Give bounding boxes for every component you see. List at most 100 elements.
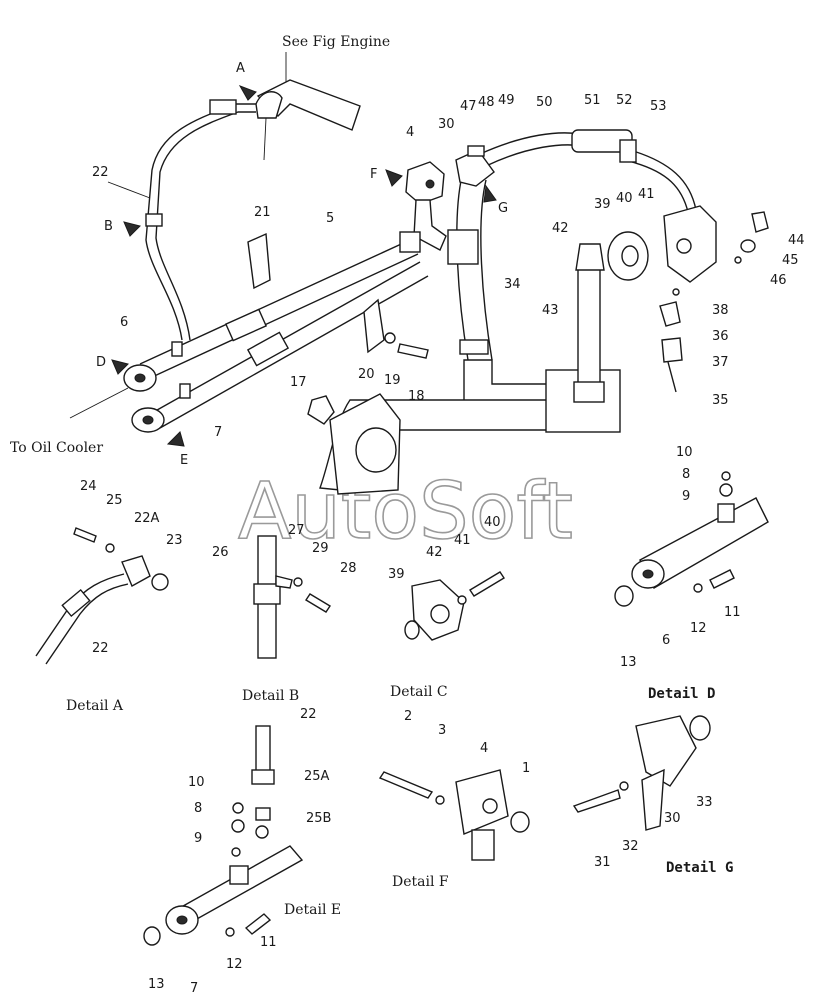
callout: 29 xyxy=(312,541,329,556)
callout: 4 xyxy=(480,741,488,756)
callout: 22 xyxy=(300,707,317,722)
detail-a-hose-bottom xyxy=(45,583,129,665)
oil-cooler-leader xyxy=(69,387,129,419)
hose-22-b xyxy=(155,111,256,341)
leader xyxy=(107,181,151,199)
fitting-6 xyxy=(171,341,183,357)
tee-fitting xyxy=(399,231,421,253)
valve-port xyxy=(676,238,692,254)
view-arrow-a xyxy=(238,85,257,101)
callout: 26 xyxy=(212,545,229,560)
callout: 28 xyxy=(340,561,357,576)
detail-d-title: Detail D xyxy=(648,686,715,702)
clamp-21 xyxy=(247,232,271,290)
view-label-e: E xyxy=(180,453,188,468)
flange-39-bore xyxy=(621,245,639,267)
callout: 8 xyxy=(682,467,690,482)
detail-e-washer xyxy=(255,825,269,839)
detail-d: 10 8 9 13 6 12 11 Detail D xyxy=(614,445,769,702)
detail-a-washer-25 xyxy=(105,543,115,553)
detail-f-block-4 xyxy=(455,769,509,835)
callout: 35 xyxy=(712,393,729,408)
detail-e-fitting-25a xyxy=(251,769,275,785)
callout: 24 xyxy=(80,479,97,494)
detail-f-title: Detail F xyxy=(392,874,449,890)
detail-a-fitting xyxy=(61,588,91,618)
view-arrow-e xyxy=(166,431,185,447)
hose-34-left xyxy=(456,175,469,361)
hose-53-lower xyxy=(631,161,689,213)
pipe-34-elbow xyxy=(463,359,551,405)
callout: 34 xyxy=(504,277,521,292)
callout: 18 xyxy=(408,389,425,404)
tube-6-top xyxy=(139,239,411,365)
detail-f-neck xyxy=(471,829,495,861)
callout: 22 xyxy=(92,165,109,180)
hose-53-upper xyxy=(629,149,697,211)
callout: 45 xyxy=(782,253,799,268)
pipe-flange-hole xyxy=(355,427,397,473)
flange-7-bore xyxy=(142,415,154,425)
tube-7-top xyxy=(149,261,421,415)
tube-7-bottom xyxy=(159,275,429,429)
callout: 25 xyxy=(106,493,123,508)
main-assembly xyxy=(69,52,769,495)
detail-f-bolt-2 xyxy=(378,771,434,799)
detail-e-hose-22 xyxy=(255,725,271,777)
callout: 6 xyxy=(120,315,128,330)
callout: 5 xyxy=(326,211,334,226)
callout: 53 xyxy=(650,99,667,114)
detail-b-title: Detail B xyxy=(242,688,299,704)
callout: 20 xyxy=(358,367,375,382)
detail-e-boss xyxy=(229,865,249,885)
detail-f: 2 3 4 1 Detail F xyxy=(378,709,530,890)
detail-c-port xyxy=(430,604,450,624)
detail-g-oring-33 xyxy=(689,715,711,741)
engine-centerline xyxy=(263,117,267,161)
clamp-20 xyxy=(363,298,385,354)
callout: 7 xyxy=(190,981,198,996)
view-label-d: D xyxy=(96,355,106,370)
callout: 10 xyxy=(188,775,205,790)
detail-e-title: Detail E xyxy=(284,902,341,918)
clamp-22 xyxy=(145,213,163,227)
callout: 3 xyxy=(438,723,446,738)
detail-e-washer-12 xyxy=(225,927,235,937)
callout: 36 xyxy=(712,329,729,344)
part-46 xyxy=(734,256,742,264)
callout: 9 xyxy=(682,489,690,504)
callout: 43 xyxy=(542,303,559,318)
engine-flange xyxy=(256,79,361,131)
callout: 22A xyxy=(134,511,160,526)
bolt-18 xyxy=(397,343,429,359)
detail-c: 39 42 41 40 Detail C xyxy=(388,515,505,700)
callout: 11 xyxy=(260,935,277,950)
view-arrow-g xyxy=(483,184,497,203)
callout: 30 xyxy=(664,811,681,826)
detail-f-oring-1 xyxy=(510,811,530,833)
callout: 12 xyxy=(226,957,243,972)
detail-d-boss xyxy=(717,503,735,523)
detail-d-nipple-10 xyxy=(721,471,731,481)
detail-b-bolt-28 xyxy=(305,593,331,613)
detail-g-bolt-31 xyxy=(572,789,621,813)
tube-6-coupling xyxy=(224,308,268,342)
detail-e-bolt-11 xyxy=(244,913,272,935)
callout: 23 xyxy=(166,533,183,548)
part-44 xyxy=(751,211,769,233)
detail-g-title: Detail G xyxy=(666,860,733,876)
detail-g: 33 31 32 30 Detail G xyxy=(572,715,733,876)
detail-d-oring-13 xyxy=(614,585,634,607)
watermark: AutoSoft xyxy=(238,467,573,557)
elbow-42 xyxy=(575,243,605,271)
detail-d-washer-8 xyxy=(719,483,733,497)
callout: 31 xyxy=(594,855,611,870)
callout: 51 xyxy=(584,93,601,108)
callout: 42 xyxy=(426,545,443,560)
callout: 48 xyxy=(478,95,495,110)
detail-c-oring-39 xyxy=(404,620,420,640)
coupling-53 xyxy=(619,139,637,163)
detail-g-tab xyxy=(641,768,665,831)
view-arrow-d xyxy=(111,359,129,375)
